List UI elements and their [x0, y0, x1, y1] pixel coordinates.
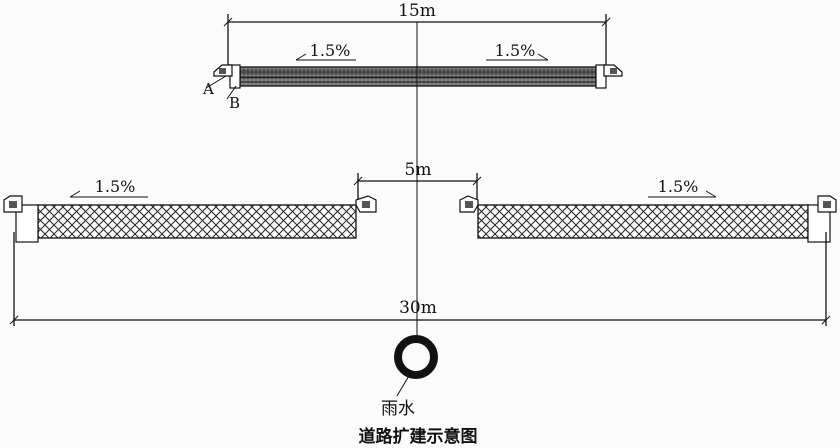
pipe-label: 雨水 — [381, 399, 415, 419]
top-road-section: 15m 1.5% 1.5% A B — [202, 1, 623, 112]
lower-right-slope: 1.5% — [658, 177, 699, 196]
top-right-curb — [595, 64, 623, 89]
lower-right-pavement — [477, 204, 809, 239]
top-left-curb — [213, 64, 241, 89]
bottom-width-label: 30m — [399, 298, 437, 318]
storm-drain-pipe — [394, 335, 438, 397]
top-left-slope-marker — [295, 53, 356, 61]
layer-a-leader — [205, 75, 227, 89]
lower-right-slope-marker — [648, 190, 717, 198]
top-left-slope: 1.5% — [310, 41, 351, 60]
top-right-slope-marker — [486, 53, 549, 61]
layer-b-leader — [226, 85, 237, 100]
middle-gap-label: 5m — [405, 160, 432, 180]
lower-left-outer-curb — [15, 204, 39, 243]
top-right-slope: 1.5% — [495, 41, 536, 60]
lower-left-slope-marker — [69, 190, 148, 198]
bottom-dimension-line — [9, 232, 831, 326]
lower-left-pavement — [37, 204, 357, 239]
lower-left-slope: 1.5% — [95, 177, 136, 196]
top-width-label: 15m — [398, 1, 436, 21]
layer-a-label: A — [202, 80, 214, 98]
lower-left-carriageway: 1.5% — [3, 177, 377, 243]
layer-b-label: B — [229, 94, 240, 112]
lower-right-carriageway: 1.5% — [459, 177, 837, 243]
diagram-caption: 道路扩建示意图 — [359, 426, 478, 447]
